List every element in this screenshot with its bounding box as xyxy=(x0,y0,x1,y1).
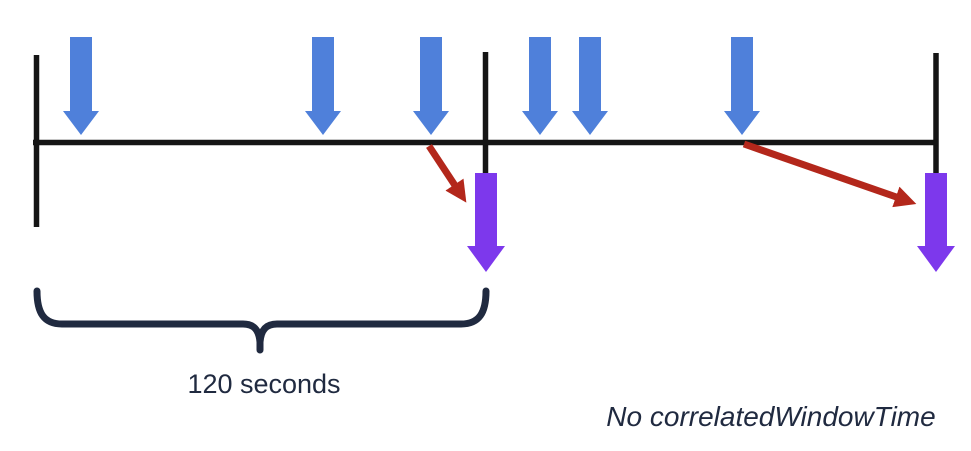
event-arrow-icon-4 xyxy=(572,37,608,135)
event-arrow-icon-0 xyxy=(63,37,99,135)
event-arrow-icon-1 xyxy=(305,37,341,135)
window-duration-label: 120 seconds xyxy=(187,369,341,399)
event-arrow-icon-2 xyxy=(413,37,449,135)
window-brace xyxy=(33,287,490,354)
no-correlated-window-time-label: No correlatedWindowTime xyxy=(606,401,936,432)
correlation-arrow-icon-1 xyxy=(742,140,917,208)
correlation-arrow-icon-0 xyxy=(426,144,467,203)
output-arrow-icon-0 xyxy=(467,173,505,272)
output-arrow-icon-1 xyxy=(917,173,955,272)
event-arrow-icon-5 xyxy=(724,37,760,135)
event-arrow-icon-3 xyxy=(522,37,558,135)
